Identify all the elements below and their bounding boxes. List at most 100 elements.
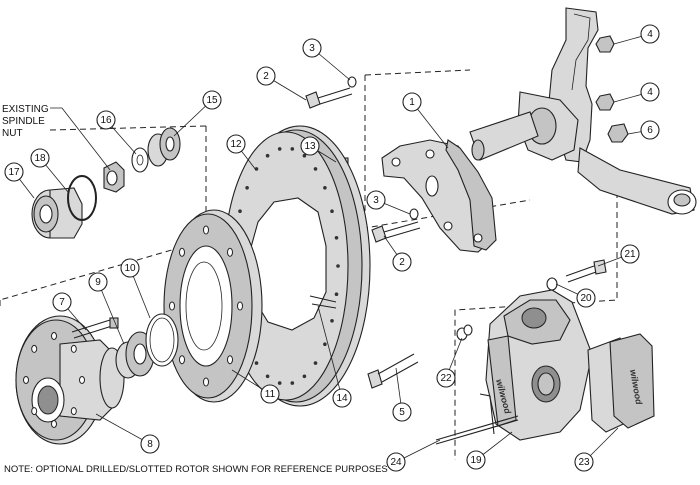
hat-bolt-hole <box>237 301 243 311</box>
hub-stud-hole <box>31 344 38 353</box>
svg-text:SPINDLE: SPINDLE <box>2 116 45 127</box>
callout-circle <box>640 24 660 44</box>
rotor-drill-hole <box>245 186 249 190</box>
rotor-drill-hole <box>313 167 318 171</box>
callout-number: 23 <box>578 457 590 468</box>
hub-stud-hole <box>23 376 29 384</box>
callout-number: 14 <box>336 393 348 404</box>
existing-spindle-nut-label: EXISTING SPINDLE NUT <box>2 104 111 171</box>
callout-number: 21 <box>624 249 636 260</box>
callout-number: 20 <box>580 293 592 304</box>
callout-number: 12 <box>230 139 242 150</box>
rotor-drill-hole <box>313 361 318 365</box>
brake-pads: wilwood <box>587 333 655 433</box>
outer-bearing <box>147 127 181 167</box>
caliper-bolt <box>546 259 607 291</box>
hub-stud-hole <box>31 407 38 416</box>
callout-circle <box>386 452 406 472</box>
callout-number: 8 <box>147 439 153 450</box>
callout-number: 4 <box>647 87 653 98</box>
stud-5 <box>367 353 419 389</box>
rotor-drill-hole <box>334 236 339 240</box>
callout-circle <box>574 452 594 472</box>
callout-number: 9 <box>95 277 101 288</box>
pad-retaining-pin <box>435 393 519 445</box>
callout-number: 22 <box>440 373 452 384</box>
hub <box>15 315 125 445</box>
steering-spindle <box>469 7 697 215</box>
rotor-drill-hole <box>238 209 242 213</box>
callout-circle <box>332 388 352 408</box>
callout-number: 3 <box>373 195 379 206</box>
callout-circle <box>366 190 386 210</box>
rotor-drill-hole <box>330 319 334 323</box>
callout-number: 11 <box>265 389 276 400</box>
rotor-drill-hole <box>323 342 327 347</box>
callout-circle <box>52 292 72 312</box>
callout-circle <box>640 120 660 140</box>
callout-circle <box>302 38 322 58</box>
rotor-drill-hole <box>323 186 327 190</box>
callout-circle <box>402 92 422 112</box>
rotor-drill-hole <box>302 153 307 158</box>
hub-stud-hole <box>79 376 85 384</box>
callout-circle <box>640 82 660 102</box>
callout-circle <box>256 66 276 86</box>
callout-circle <box>260 384 280 404</box>
callout-circle <box>576 288 596 308</box>
callout-number: 2 <box>399 257 405 268</box>
hat-bolt-hole <box>203 225 209 235</box>
callout-circle <box>392 402 412 422</box>
callout-number: 13 <box>304 141 316 152</box>
rotor-drill-hole <box>254 361 259 365</box>
rotor-drill-hole <box>330 209 334 213</box>
callout-circle <box>300 136 320 156</box>
diagram-note: NOTE: OPTIONAL DRILLED/SLOTTED ROTOR SHO… <box>4 464 388 475</box>
dust-cap <box>31 187 83 239</box>
callout-number: 10 <box>124 263 136 274</box>
rotor-drill-hole <box>265 153 270 158</box>
callout-leader <box>95 413 151 445</box>
hub-stud-hole <box>51 420 57 428</box>
callout-number: 24 <box>390 457 402 468</box>
callout-number: 3 <box>309 43 315 54</box>
hub-stud-hole <box>70 407 77 416</box>
callout-circle <box>140 434 160 454</box>
callout-circle <box>620 244 640 264</box>
callout-leader <box>317 305 343 399</box>
callout-number: 17 <box>8 167 20 178</box>
rotor-drill-hole <box>277 147 282 151</box>
stud-7 <box>71 317 119 339</box>
callout-number: 4 <box>647 29 653 40</box>
callout-number: 18 <box>34 153 46 164</box>
callout-number: 5 <box>399 407 405 418</box>
callout-circle <box>226 134 246 154</box>
callout-leader <box>97 281 125 345</box>
svg-text:EXISTING: EXISTING <box>2 104 49 115</box>
callout-leader <box>411 101 449 149</box>
nuts-right <box>595 35 629 143</box>
callout-circle <box>436 368 456 388</box>
hat-bolt-hole <box>179 355 185 365</box>
brake-rotor <box>223 125 371 407</box>
hat-bolt-hole <box>169 301 175 311</box>
hat-bolt-hole <box>227 247 233 257</box>
callout-circle <box>466 450 486 470</box>
callout-number: 6 <box>647 125 653 136</box>
callout-circle <box>96 110 116 130</box>
callout-circle <box>120 258 140 278</box>
rotor-drill-hole <box>290 381 295 385</box>
caliper-bracket <box>381 139 497 253</box>
o-ring <box>67 175 97 221</box>
rotor-drill-hole <box>336 264 340 268</box>
callout-circle <box>202 90 222 110</box>
hub-stud-hole <box>70 344 77 353</box>
rotor-drill-hole <box>290 147 295 151</box>
rotor-drill-hole <box>277 381 282 385</box>
brake-caliper: wilwood <box>485 289 593 441</box>
spindle-nut <box>103 161 125 193</box>
callout-circle <box>88 272 108 292</box>
stud-14 <box>309 295 337 309</box>
callout-number: 7 <box>59 297 65 308</box>
